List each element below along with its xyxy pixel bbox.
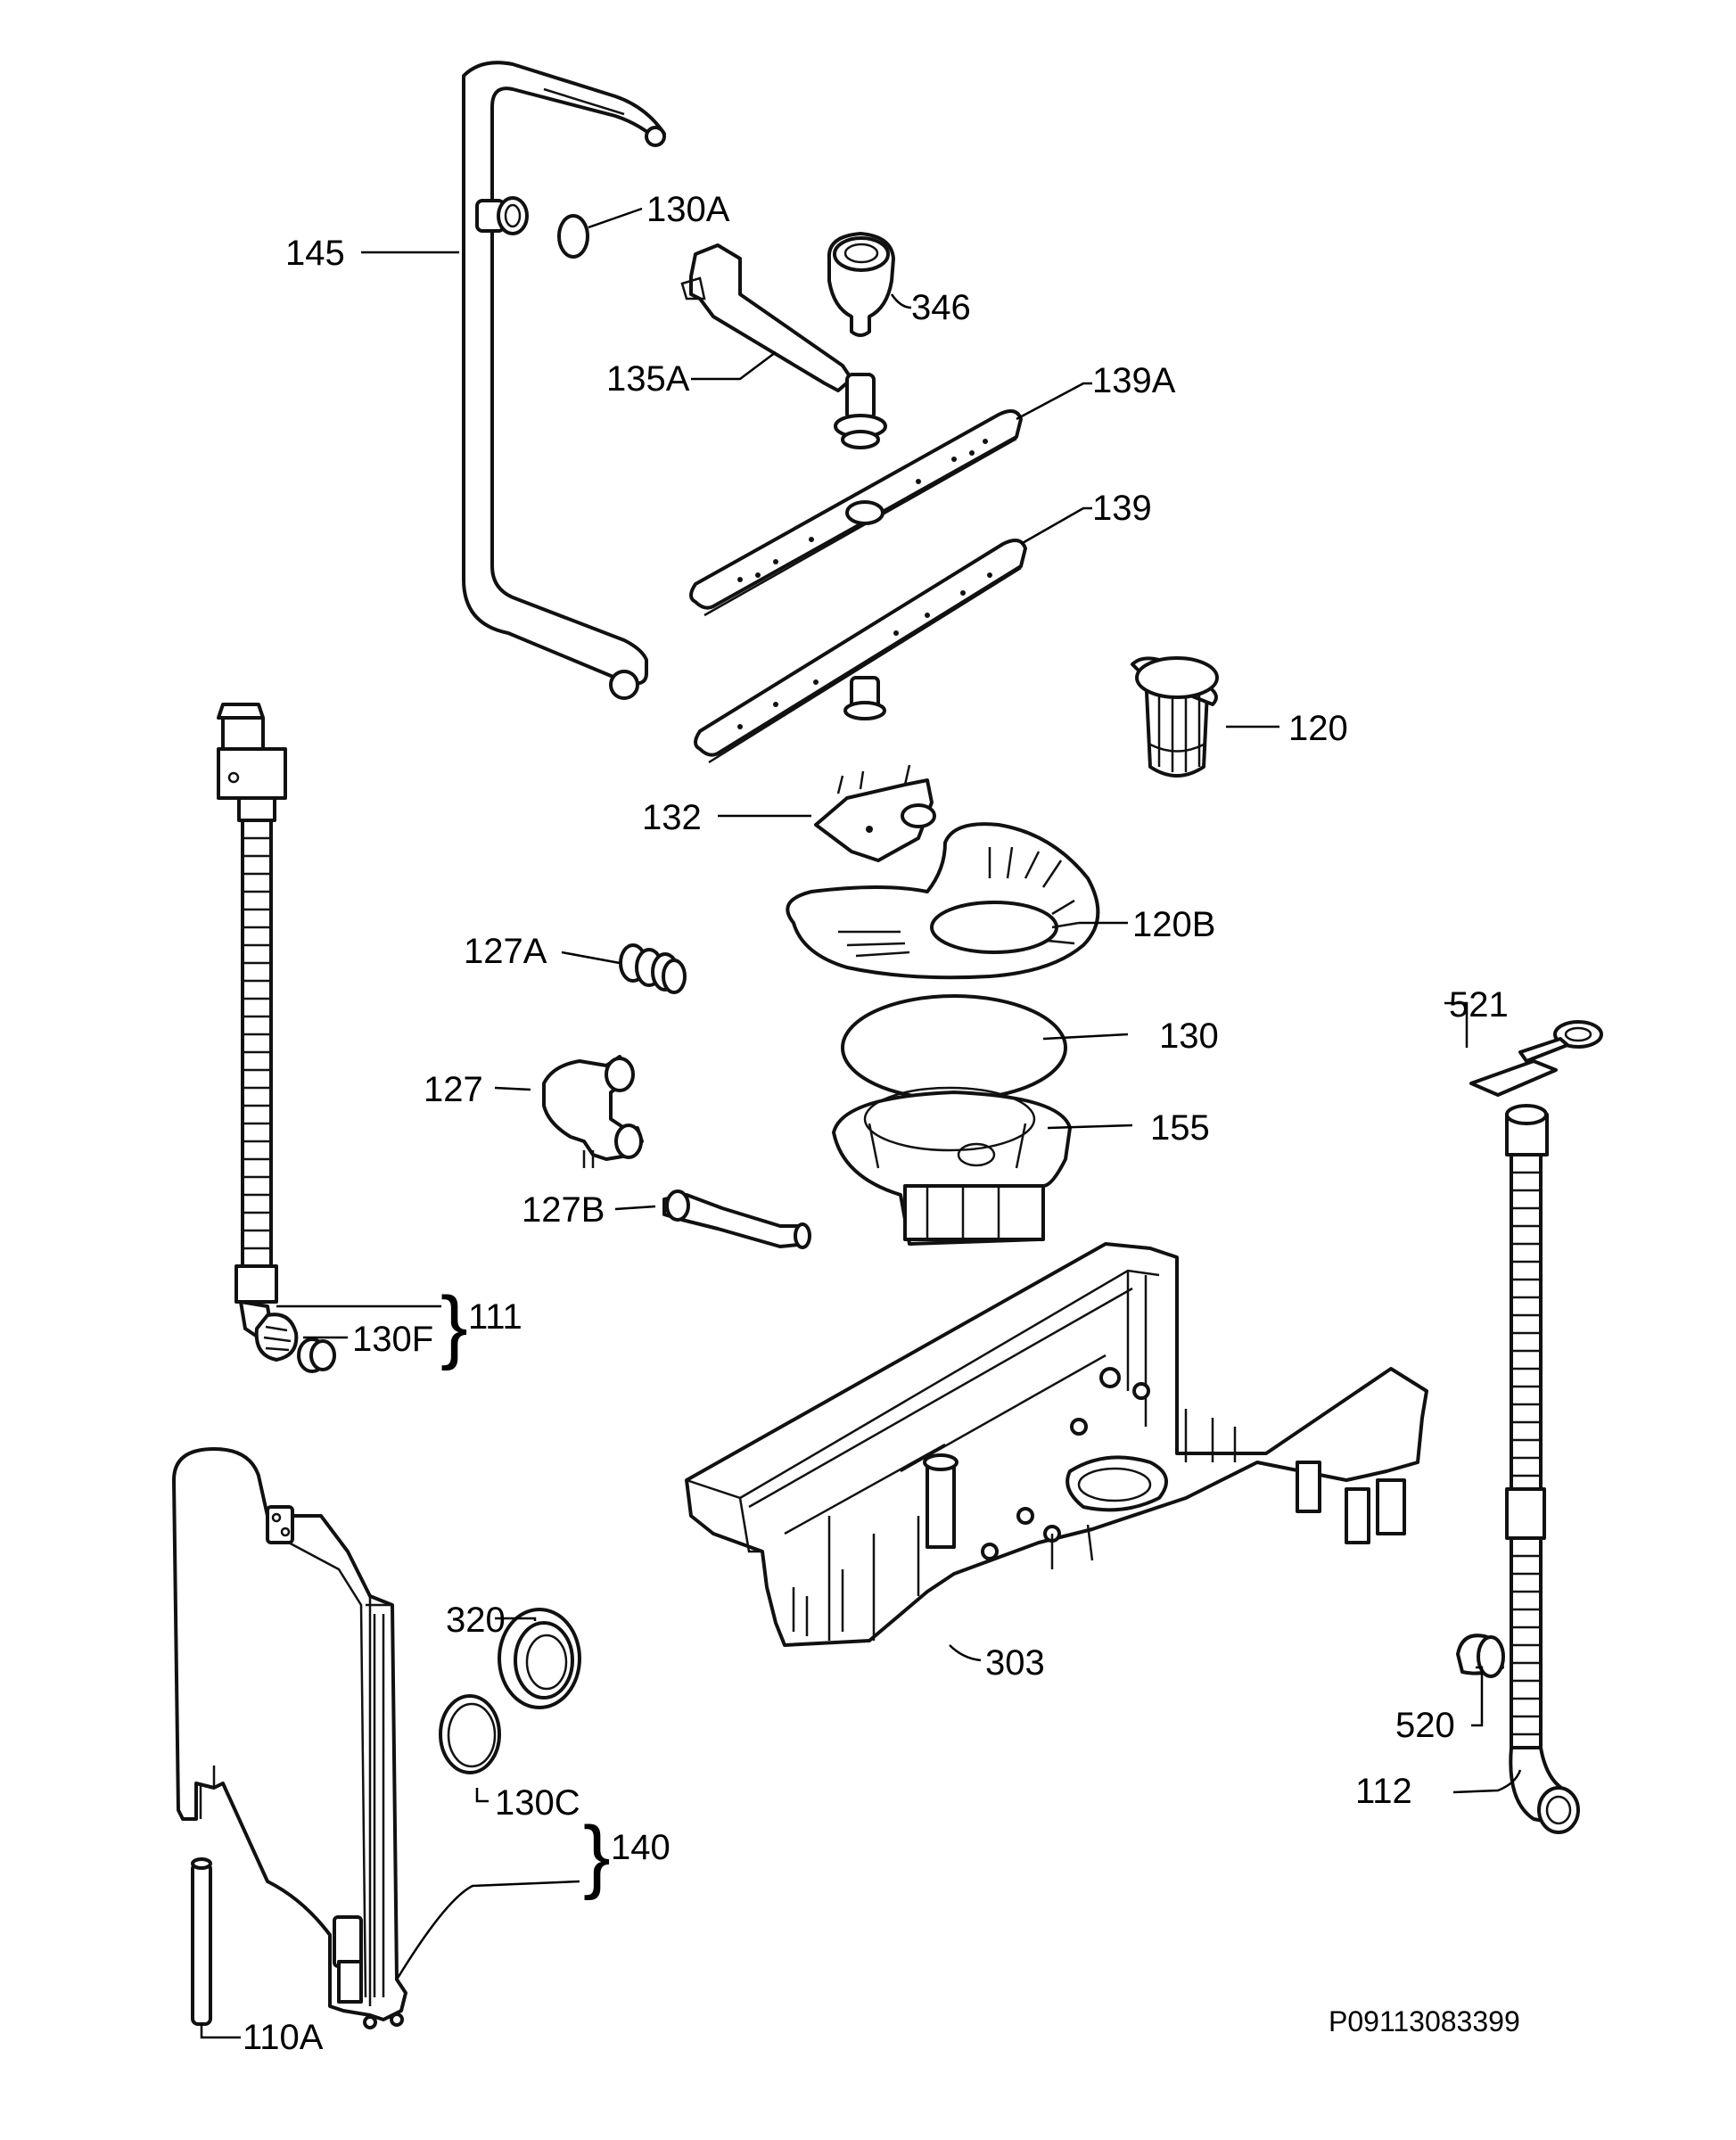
- label-130A: 130A: [646, 190, 730, 229]
- part-127-elbow[interactable]: [542, 1055, 644, 1168]
- part-155-sump[interactable]: [832, 1086, 1072, 1246]
- part-111-inlet-hose[interactable]: [217, 703, 299, 1362]
- part-520-grommet[interactable]: [1456, 1634, 1505, 1678]
- label-155: 155: [1150, 1108, 1210, 1148]
- part-127A-connector[interactable]: [619, 943, 687, 994]
- label-112: 112: [1355, 1772, 1412, 1811]
- part-320-seal-ring[interactable]: [498, 1608, 581, 1709]
- part-labels: 145 130A 346 135A 139A 139 120 132 120B …: [243, 190, 1520, 2057]
- part-120-filter[interactable]: [1131, 656, 1219, 778]
- label-139A: 139A: [1092, 361, 1176, 400]
- part-521-clip[interactable]: [1469, 1020, 1603, 1097]
- part-120B-filter-plate[interactable]: [786, 822, 1100, 980]
- label-111: 111: [468, 1297, 522, 1337]
- part-112-drain-hose[interactable]: [1505, 1104, 1580, 1834]
- part-346-filter-cup[interactable]: [827, 232, 895, 337]
- label-130: 130: [1159, 1017, 1219, 1056]
- part-130-gasket-ring[interactable]: [841, 994, 1067, 1101]
- label-132: 132: [642, 798, 702, 837]
- label-139: 139: [1092, 489, 1152, 528]
- leader-lines: [200, 207, 1522, 2039]
- label-127: 127: [424, 1070, 483, 1109]
- part-145-spray-pipe[interactable]: [462, 61, 666, 700]
- label-346: 346: [911, 288, 971, 327]
- label-303: 303: [985, 1643, 1045, 1683]
- part-132-bracket[interactable]: [814, 764, 936, 862]
- part-303-base[interactable]: [685, 1242, 1428, 1647]
- part-110A-pin[interactable]: [191, 1857, 212, 2026]
- part-130F-seal[interactable]: [297, 1338, 336, 1373]
- brace-111: }: [440, 1280, 468, 1371]
- label-320: 320: [446, 1601, 506, 1640]
- label-130F: 130F: [352, 1320, 433, 1359]
- reference-code: P09113083399: [1329, 2005, 1520, 2037]
- part-139-lower-spray-arm[interactable]: [694, 539, 1027, 764]
- label-110A: 110A: [243, 2018, 324, 2057]
- label-130C: 130C: [495, 1783, 580, 1823]
- label-127B: 127B: [522, 1190, 605, 1230]
- label-135A: 135A: [606, 359, 690, 399]
- part-140-side-panel[interactable]: [172, 1447, 407, 2029]
- label-120B: 120B: [1132, 905, 1215, 944]
- part-139A-upper-spray-arm[interactable]: [689, 409, 1023, 617]
- part-130C-o-ring[interactable]: [439, 1694, 501, 1774]
- part-127B-hose[interactable]: [662, 1189, 811, 1249]
- label-520: 520: [1395, 1706, 1455, 1745]
- label-140: 140: [611, 1828, 671, 1867]
- label-521: 521: [1449, 985, 1509, 1025]
- label-145: 145: [285, 234, 345, 273]
- label-127A: 127A: [464, 932, 547, 971]
- part-130A-o-ring[interactable]: [557, 214, 589, 259]
- label-120: 120: [1288, 709, 1348, 748]
- part-135A-arm-pipe[interactable]: [680, 243, 887, 449]
- brace-140: }: [583, 1810, 611, 1901]
